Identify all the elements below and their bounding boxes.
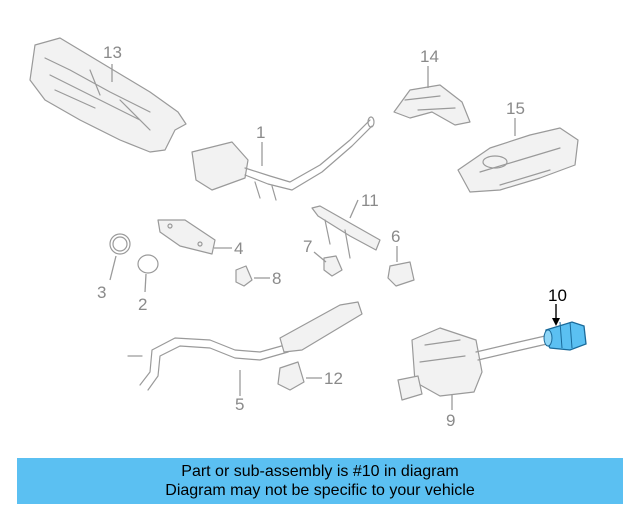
banner-line-2: Diagram may not be specific to your vehi… (165, 482, 475, 499)
part-15-rear-heat-shield[interactable] (457, 127, 579, 193)
part-4-gasket[interactable] (157, 219, 216, 255)
part-2-ring[interactable] (137, 254, 159, 274)
part-10-exhaust-clamp-highlighted[interactable] (543, 321, 587, 351)
callout-1: 1 (256, 123, 265, 142)
callout-12: 12 (324, 369, 343, 388)
banner-line-1: Part or sub-assembly is #10 in diagram (181, 463, 459, 480)
part-info-banner: Part or sub-assembly is #10 in diagram D… (17, 458, 623, 504)
part-7-hanger[interactable] (323, 255, 343, 277)
exhaust-parts-diagram: 13 1 14 15 11 4 3 (29, 37, 587, 430)
part-9-rear-muffler[interactable] (397, 327, 548, 401)
part-5-mid-pipe[interactable] (127, 301, 363, 391)
callout-14: 14 (420, 47, 439, 66)
callout-3: 3 (97, 283, 106, 302)
part-11-bracket[interactable] (311, 205, 381, 259)
part-1-converter-pipe[interactable] (191, 116, 375, 201)
callout-2: 2 (138, 295, 147, 314)
part-3-clamp[interactable] (109, 233, 131, 255)
callout-11: 11 (361, 191, 379, 210)
callout-15: 15 (506, 99, 525, 118)
part-8-hanger[interactable] (235, 265, 253, 287)
callout-4: 4 (234, 239, 243, 258)
part-13-heat-shield[interactable] (29, 37, 187, 153)
callout-10: 10 (548, 286, 567, 305)
callout-8: 8 (272, 269, 281, 288)
callout-13: 13 (103, 43, 122, 62)
callout-7: 7 (303, 237, 312, 256)
callout-6: 6 (391, 227, 400, 246)
callout-5: 5 (235, 395, 244, 414)
callout-9: 9 (446, 411, 455, 430)
part-6-clamp[interactable] (387, 261, 415, 287)
part-14-bracket[interactable] (393, 84, 471, 126)
